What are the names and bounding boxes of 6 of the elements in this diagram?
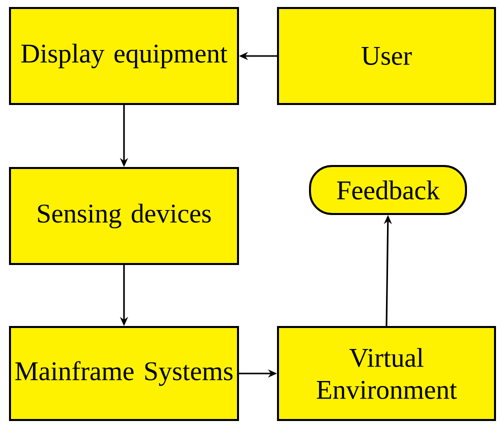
- process-box: Sensing devices: [9, 167, 239, 265]
- rounded-box: Feedback: [309, 165, 467, 215]
- process-box: User: [277, 7, 496, 105]
- process-box: Virtual Environment: [277, 326, 496, 421]
- process-box: Display equipment: [9, 7, 239, 105]
- process-box: Mainframe Systems: [9, 326, 239, 421]
